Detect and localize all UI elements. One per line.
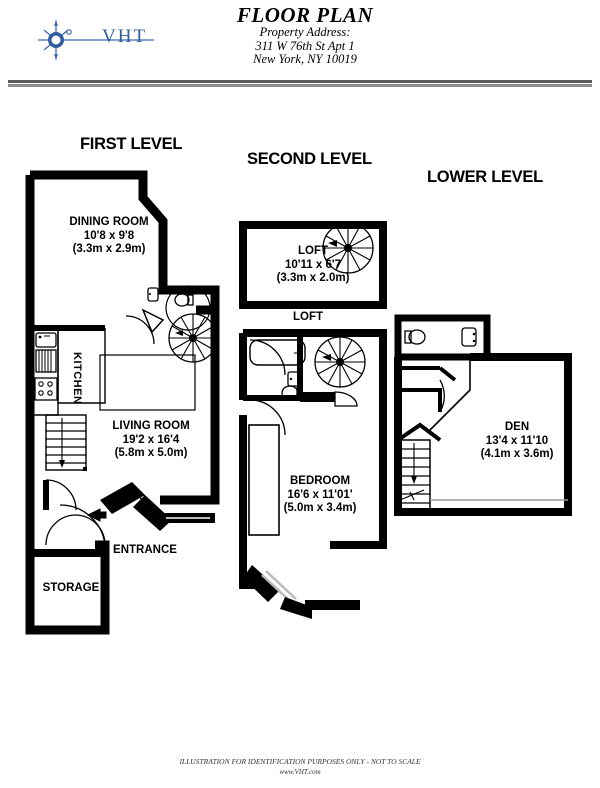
den-dim-metric: (4.1m x 3.6m) xyxy=(480,448,554,460)
sink-icon xyxy=(35,332,57,348)
sink-icon xyxy=(461,327,477,347)
bath-door-swing xyxy=(249,339,286,376)
footer-website: www.VHT.com xyxy=(279,768,321,776)
loft-dim-imperial: 10'11 x 6'7 xyxy=(285,258,341,271)
room-label-bedroom: BEDROOM 16'6 x 11'01' (5.0m x 3.4m) xyxy=(255,475,385,516)
hall-door-swing xyxy=(439,379,445,413)
bedroom-bay-wall-2 xyxy=(280,597,312,619)
bedroom-bay-bottom xyxy=(305,600,360,610)
living-room-dim-metric: (5.8m x 5.0m) xyxy=(114,447,188,459)
bay-window-pane xyxy=(133,491,165,521)
page-title: FLOOR PLAN xyxy=(236,3,374,27)
bedroom-name: BEDROOM xyxy=(289,475,351,487)
bedroom-window-glass-2 xyxy=(265,570,297,600)
room-label-den: DEN 13'4 x 11'10 (4.1m x 3.6m) xyxy=(452,421,582,462)
level-heading-lower: LOWER LEVEL xyxy=(427,168,543,186)
kitchen-counter-left xyxy=(30,327,59,416)
title-block: FLOOR PLAN Property Address: 311 W 76th … xyxy=(180,4,430,67)
footer-disclaimer: ILLUSTRATION FOR IDENTIFICATION PURPOSES… xyxy=(179,757,421,766)
room-label-dining-room: DINING ROOM 10'8 x 9'8 (3.3m x 2.9m) xyxy=(44,216,174,257)
spiral-stair-icon xyxy=(165,285,218,363)
room-label-loft-below: LOFT xyxy=(292,311,324,323)
dining-room-dim-imperial: 10'8 x 9'8 xyxy=(83,229,135,242)
sink-icon xyxy=(147,287,159,302)
room-label-living-room: LIVING ROOM 19'2 x 16'4 (5.8m x 5.0m) xyxy=(86,420,216,461)
stair-icon xyxy=(45,414,87,471)
bedroom-dim-imperial: 16'6 x 11'01' xyxy=(287,488,353,501)
divider-line-light xyxy=(8,84,592,87)
lower-level-plan xyxy=(394,314,572,516)
loft-dim-metric: (3.3m x 2.0m) xyxy=(276,272,350,284)
spiral-stair-icon xyxy=(322,222,374,274)
stove-icon xyxy=(34,377,58,401)
loft-name: LOFT xyxy=(297,245,329,257)
divider-line-dark xyxy=(8,80,592,83)
bath-partition xyxy=(243,333,303,401)
dining-room-name: DINING ROOM xyxy=(69,216,149,228)
spiral-stair-icon xyxy=(314,336,366,388)
bedroom-dim-metric: (5.0m x 3.4m) xyxy=(283,502,357,514)
address-line-1: 311 W 76th St Apt 1 xyxy=(255,38,355,53)
storage-walls xyxy=(30,549,109,630)
loft-outline xyxy=(239,221,387,309)
powder-door-swing xyxy=(125,315,155,345)
level-heading-second: SECOND LEVEL xyxy=(247,150,372,168)
level-heading-first: FIRST LEVEL xyxy=(80,135,183,153)
bedroom-bay-wall xyxy=(243,565,280,602)
stair-door-swing xyxy=(334,391,358,407)
second-level-outer-wall xyxy=(239,329,387,589)
second-level-plan xyxy=(239,221,387,619)
stair-door-swing xyxy=(45,479,77,511)
living-room-dim-imperial: 19'2 x 16'4 xyxy=(122,433,180,446)
logo-wordmark: VHT xyxy=(102,26,148,47)
vht-logo: VHT xyxy=(36,18,156,62)
living-room-rug xyxy=(99,354,196,411)
entrance-arrow-icon xyxy=(86,508,107,522)
address-label: Property Address: xyxy=(259,25,351,39)
sink-icon xyxy=(287,371,301,387)
bay-window-pane-2 xyxy=(136,488,168,518)
drainer-icon xyxy=(35,349,57,373)
living-room-right-wall xyxy=(160,310,220,505)
toilet-icon xyxy=(174,293,194,307)
bedroom-door-swing xyxy=(249,399,286,436)
room-label-loft: LOFT 10'11 x 6'7 (3.3m x 2.0m) xyxy=(248,245,378,286)
powder-wall-angle xyxy=(141,308,165,334)
bedroom-closet xyxy=(248,424,280,536)
bay-wall-right xyxy=(133,495,172,531)
header-divider xyxy=(8,80,592,87)
hall-wall-2 xyxy=(398,388,442,412)
compass-starburst-icon xyxy=(38,20,154,60)
stair-landing-wall xyxy=(300,392,335,402)
hall-wall xyxy=(398,366,457,382)
address-line-2: New York, NY 10019 xyxy=(253,52,357,66)
bathtub-icon xyxy=(249,339,306,366)
entrance-door-swing xyxy=(45,514,77,546)
den-dim-imperial: 13'4 x 11'10 xyxy=(485,434,549,447)
room-label-storage: STORAGE xyxy=(42,582,100,594)
living-room-name: LIVING ROOM xyxy=(112,420,190,432)
toilet-icon xyxy=(404,329,426,345)
footer: ILLUSTRATION FOR IDENTIFICATION PURPOSES… xyxy=(0,757,600,777)
first-level-plan xyxy=(25,170,220,635)
den-angled-wall xyxy=(429,357,471,431)
room-label-kitchen: KITCHEN xyxy=(71,352,83,405)
hall-wall-angle xyxy=(396,422,442,442)
dining-room-dim-metric: (3.3m x 2.9m) xyxy=(72,243,146,255)
den-name: DEN xyxy=(504,421,530,433)
bay-wall-left xyxy=(100,482,145,514)
room-label-entrance: ENTRANCE xyxy=(113,544,177,556)
stair-icon xyxy=(397,439,431,513)
